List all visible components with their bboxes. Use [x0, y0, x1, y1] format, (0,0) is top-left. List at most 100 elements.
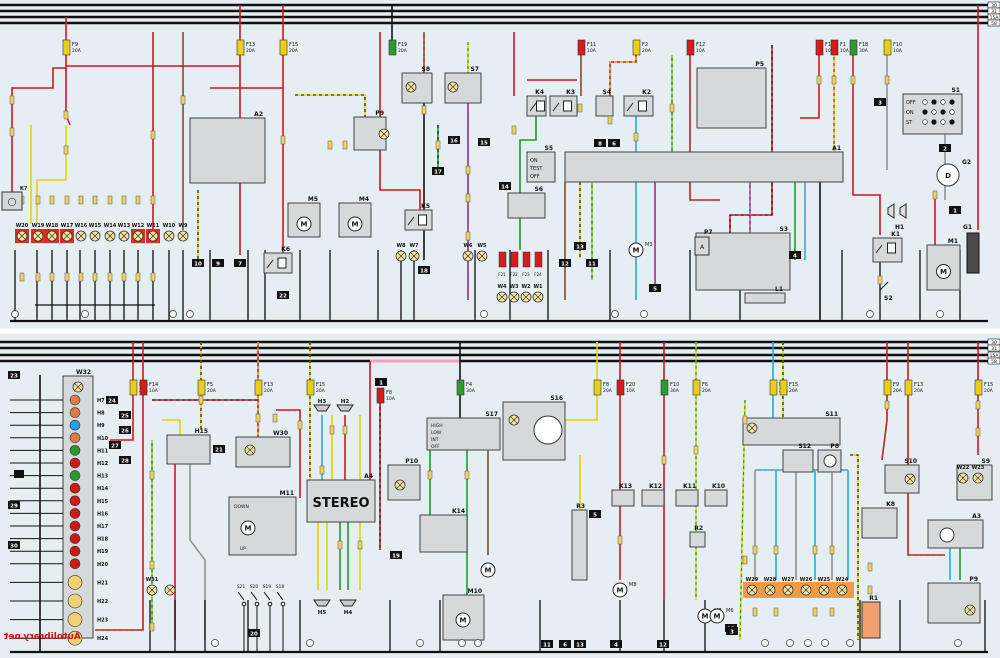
ground-point-icon: [821, 639, 829, 647]
bottom-fuse-f15-label: F15: [984, 382, 993, 388]
fuse-f21-icon: [498, 251, 507, 268]
wire-ref-18-tag: [418, 266, 430, 274]
wire-ref-7-text: 7: [238, 262, 242, 268]
wire-ref-4-text: 4: [793, 254, 797, 260]
component-w32-label: W32: [76, 369, 91, 376]
wire-ref-13-tag: [574, 640, 586, 648]
wire-f2-stripe: [609, 45, 637, 96]
alternator-g2-d: D: [945, 172, 951, 180]
lamp-w23-lamp-cross: [974, 474, 982, 482]
top-fuse-f12-icon: [815, 39, 824, 56]
lamp-s10-lamp-cross: [906, 475, 914, 483]
component-a4-label: A4: [364, 473, 373, 480]
wire-ref-26-text: 26: [121, 429, 129, 435]
bottom-fuse-f3-icon: [769, 379, 778, 396]
wire-ref-19-text: 19: [392, 554, 400, 560]
wire-ref-14-tag: [499, 182, 511, 190]
wire-green-s6: [519, 116, 537, 250]
top-fuse-f15-rating: 20A: [289, 48, 299, 54]
indicator-h18: [69, 533, 81, 544]
lamp-w22-lamp-cross: [959, 474, 967, 482]
component-p5-label: P5: [755, 61, 764, 68]
ground-point-icon: [186, 310, 194, 318]
wire-ref-9-text: 9: [216, 262, 220, 268]
top-fuse-f19-label: F19: [398, 42, 407, 48]
s17-position-label: INT: [431, 437, 439, 443]
indicator-label-h11: H11: [97, 448, 109, 454]
lamp-p9-lamp-cross: [966, 606, 974, 614]
connector-icon: [884, 400, 890, 410]
top-fuse-f12-rating: 10A: [696, 48, 706, 54]
component-label-k7: K7: [20, 186, 28, 192]
component-s3: [695, 232, 791, 291]
connector-icon: [150, 195, 156, 205]
speaker-h2-icon: [336, 404, 354, 412]
lamp-w18-lamp-cross: [48, 232, 56, 240]
top-fuse-f9-label: F9: [72, 42, 78, 48]
top-fuse-f1-icon: [830, 39, 839, 56]
connector-icon: [180, 95, 186, 105]
battery-g1-icon: [966, 232, 980, 274]
indicator-label-h13: H13: [97, 474, 109, 480]
component-r3: [571, 509, 588, 581]
wire-ref-10-tag: [192, 259, 204, 267]
ground-point-icon: [761, 639, 769, 647]
connector-icon: [633, 132, 639, 142]
motor-m10-aux-motor-icon: [480, 562, 496, 578]
indicator-label-h12: H12: [97, 461, 109, 467]
wire-ref-6-tag: [559, 640, 571, 648]
indicator-h22: [67, 593, 83, 609]
wire-ref-4-tag: [789, 251, 801, 259]
wire-ref-13-text: 13: [576, 245, 584, 251]
bottom-fuse-f9-rating: 20A: [893, 388, 903, 394]
stereo-label: STEREO: [312, 496, 369, 511]
connector-icon: [92, 272, 98, 282]
wire-ref-20-text: 20: [250, 632, 258, 638]
indicator-h14: [69, 482, 81, 494]
lamp-w30-lamp-cross: [246, 446, 254, 454]
lamp-w3-lamp-cross: [510, 293, 518, 301]
ground-point-icon: [416, 639, 424, 647]
gauge-a3-icon: [939, 527, 955, 543]
wire-ref-1-tag: [949, 206, 961, 214]
indicator-h21: [67, 575, 83, 590]
lamp-w14-lamp-cross: [106, 232, 114, 240]
component-r1-label: R1: [869, 595, 878, 602]
lamp-w19-lamp-cross: [34, 232, 42, 240]
component-k2-label: K2: [642, 89, 651, 96]
component-p9-label: P9: [375, 110, 384, 117]
wire-ref-30-text: 30: [10, 544, 18, 550]
top-fuse-f11-rating: 10A: [587, 48, 597, 54]
ground-point-icon: [936, 310, 944, 318]
lamp-w16-label: W16: [75, 223, 88, 229]
cluster-w32-lamp-lamp-cross: [74, 383, 82, 391]
s5-position-label: OFF: [530, 174, 540, 180]
motor-m6-motor-icon: [709, 608, 725, 624]
fuse-f22-label: F22: [510, 272, 518, 277]
bottom-fuse-f4-icon: [456, 379, 465, 396]
lamp-w17-label: W17: [61, 223, 74, 229]
alternator-g2-icon: [936, 163, 960, 187]
motor-m7-m: M: [702, 613, 709, 621]
lamp-w9-lamp-cross: [179, 232, 187, 240]
top-fuse-f15-icon: [279, 39, 288, 56]
component-l1: [744, 292, 786, 304]
s7-lamp-cross: [449, 83, 457, 91]
connector-icon: [357, 540, 363, 550]
bottom-fuse-f8-rating: 20A: [603, 388, 613, 394]
indicator-label-h8: H8: [97, 411, 105, 417]
k7-icon: ◯: [8, 197, 17, 206]
speaker-label-h2: H2: [341, 399, 350, 405]
component-label-h1: H1: [895, 224, 904, 231]
wire-ref-3-text: 3: [878, 101, 882, 107]
wire-ref-30-tag: [8, 541, 20, 549]
top-fuse-f10-rating: 10A: [893, 48, 903, 54]
connector-icon: [107, 195, 113, 205]
top-fuse-f19-icon: [388, 39, 397, 56]
connector-icon: [78, 195, 84, 205]
wire-ref-27-tag: [109, 441, 121, 449]
wire-ref-15-text: 15: [480, 141, 488, 147]
s1-terminal: [940, 119, 946, 125]
wire-yellow-12-stripe: [739, 399, 746, 641]
component-p5: [696, 67, 767, 129]
